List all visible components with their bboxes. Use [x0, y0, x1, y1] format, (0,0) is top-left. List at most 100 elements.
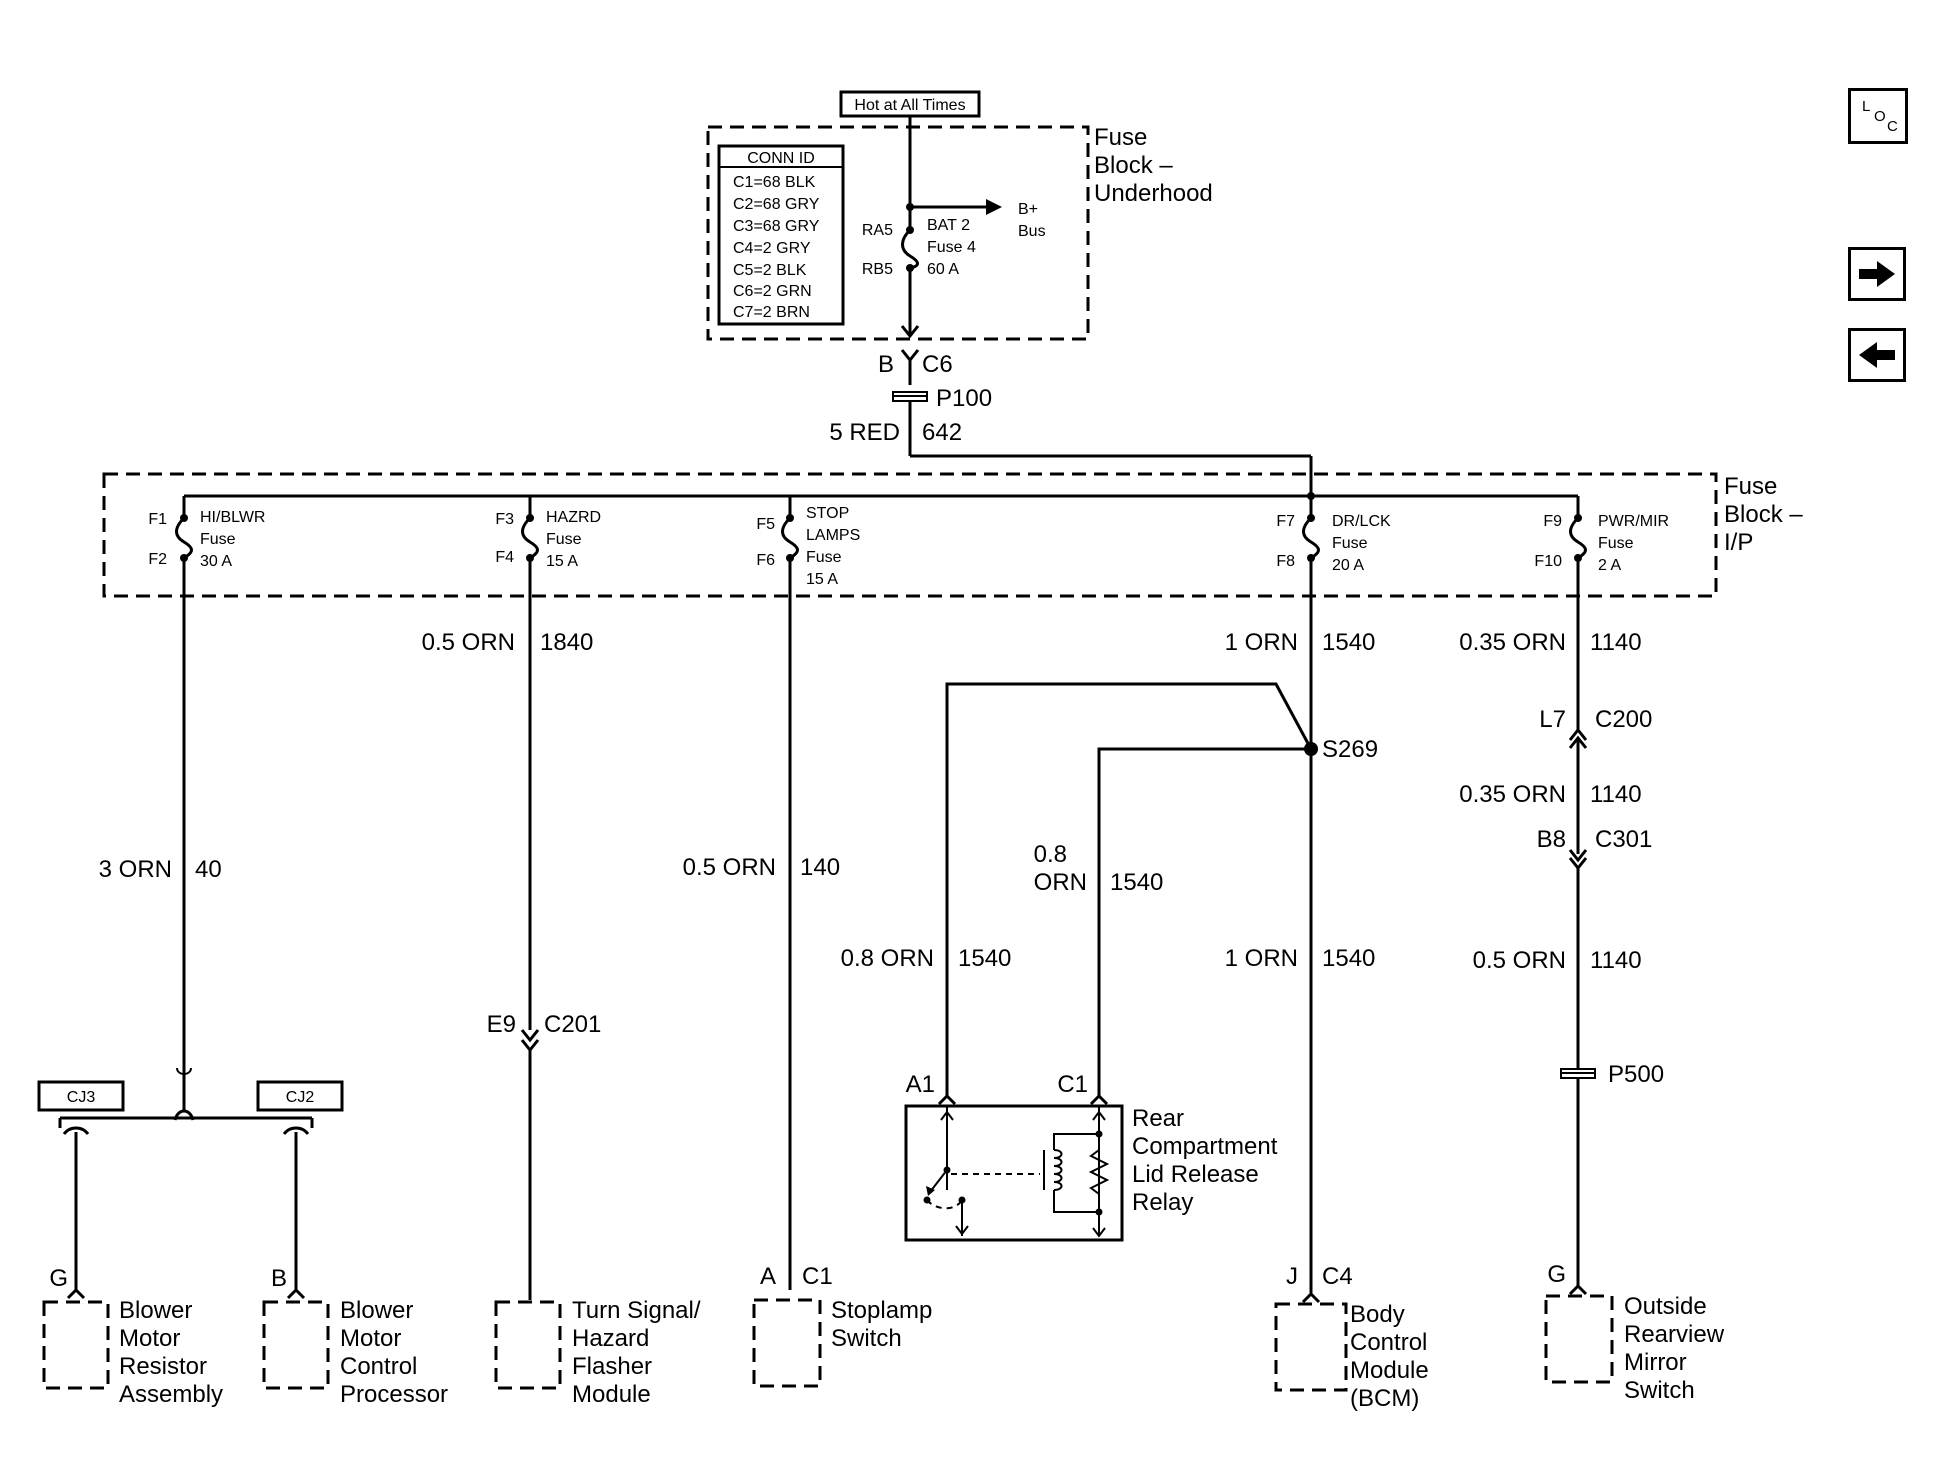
component-blower-motor-resistor: G Blower Motor Resistor Assembly: [42, 1265, 223, 1408]
loc-button[interactable]: L O C: [1848, 88, 1908, 144]
fuse-pwr-mir: F9 F10 PWR/MIR Fuse 2 A: [1534, 496, 1669, 574]
rear-compartment-lid-release-relay: A1 C1 Rear Compartment Lid Release Relay: [904, 1071, 1278, 1242]
connector-pin: B: [878, 351, 894, 378]
fuse-in-label: RA5: [862, 222, 893, 239]
connector-id: C201: [544, 1011, 601, 1038]
fuse-out-label: RB5: [862, 261, 893, 278]
fuse-in-label: F3: [495, 511, 514, 528]
pass-through-label: P500: [1608, 1061, 1664, 1088]
previous-page-button[interactable]: [1848, 328, 1906, 382]
conn-id-entry: C3=68 GRY: [733, 218, 820, 235]
underhood-title-line: Fuse: [1094, 124, 1147, 151]
arrow-right-icon: [1859, 261, 1895, 287]
wire-gauge: 0.5 ORN: [1473, 947, 1566, 974]
wire-circuit: 642: [922, 419, 962, 446]
wire-gauge: 0.35 ORN: [1459, 781, 1566, 808]
fuse-label: LAMPS: [806, 527, 860, 544]
loc-icon: L O C: [1862, 98, 1898, 135]
bplus-bus-label: B+: [1018, 201, 1038, 218]
component-name-line: Control: [1350, 1329, 1427, 1356]
component-name-line: Resistor: [119, 1353, 207, 1380]
fuse-hazrd: F3 F4 HAZRD Fuse 15 A: [495, 496, 601, 570]
wire-gauge: 0.35 ORN: [1459, 629, 1566, 656]
svg-text:O: O: [1874, 108, 1886, 125]
conn-id-title: CONN ID: [747, 150, 815, 167]
fuse-in-label: F1: [148, 511, 167, 528]
component-name-line: (BCM): [1350, 1385, 1419, 1412]
component-name-line: Stoplamp: [831, 1297, 932, 1324]
jumper-cj2: [256, 1080, 344, 1112]
wire-gauge: 3 ORN: [99, 856, 172, 883]
hot-at-all-times-label: Hot at All Times: [854, 97, 965, 114]
fuse-label: HAZRD: [546, 509, 601, 526]
connector-pin: B8: [1537, 826, 1566, 853]
wire-circuit: 1540: [1322, 629, 1375, 656]
fuse-out-label: F10: [1534, 553, 1562, 570]
fuse-label: 2 A: [1598, 557, 1621, 574]
ip-block-title-line: Fuse: [1724, 473, 1777, 500]
fuse-in-label: F9: [1543, 513, 1562, 530]
svg-text:L: L: [1862, 98, 1870, 115]
component-name-line: Motor: [340, 1325, 401, 1352]
component-name-line: Blower: [340, 1297, 413, 1324]
fuse-in-label: F7: [1276, 513, 1295, 530]
fuse-stop-lamps: F5 F6 STOP LAMPS Fuse 15 A: [756, 496, 860, 588]
relay-name-line: Lid Release: [1132, 1161, 1259, 1188]
fuse-out-label: F2: [148, 551, 167, 568]
component-connector: C1: [802, 1263, 833, 1290]
component-name-line: Assembly: [119, 1381, 223, 1408]
relay-name-line: Rear: [1132, 1105, 1184, 1132]
wire-circuit: 1540: [1322, 945, 1375, 972]
component-stoplamp-switch: A C1 Stoplamp Switch: [752, 1263, 932, 1388]
component-name-line: Blower: [119, 1297, 192, 1324]
component-pin: G: [1547, 1261, 1566, 1288]
wire-circuit: 140: [800, 854, 840, 881]
connector-id: C200: [1595, 706, 1652, 733]
component-name-line: Body: [1350, 1301, 1405, 1328]
conn-id-entry: C2=68 GRY: [733, 196, 820, 213]
circuit-140: 0.5 ORN 140: [683, 558, 840, 1290]
component-pin: A: [760, 1263, 776, 1290]
component-name-line: Hazard: [572, 1325, 649, 1352]
wire-gauge: 5 RED: [829, 419, 900, 446]
fuse-label: 15 A: [546, 553, 578, 570]
relay-pin-c1: C1: [1057, 1071, 1088, 1098]
fuse-label: 30 A: [200, 553, 232, 570]
component-name-line: Rearview: [1624, 1321, 1725, 1348]
component-name-line: Switch: [831, 1325, 902, 1352]
wire-circuit: 1140: [1590, 947, 1642, 974]
component-name-line: Mirror: [1624, 1349, 1687, 1376]
circuit-1540: 1 ORN 1540 S269 0.8 ORN 1540 0.8 ORN 154…: [841, 558, 1378, 1296]
component-pin: G: [49, 1265, 68, 1292]
component-name-line: Module: [572, 1381, 651, 1408]
fuse-symbol: [901, 228, 919, 270]
fuse-label: BAT 2: [927, 217, 970, 234]
fuse-label: HI/BLWR: [200, 509, 265, 526]
ip-block-title-line: Block –: [1724, 501, 1803, 528]
component-name-line: Processor: [340, 1381, 448, 1408]
connector-id: C6: [922, 351, 953, 378]
next-page-button[interactable]: [1848, 247, 1906, 301]
fuse-label: Fuse 4: [927, 239, 976, 256]
conn-id-entry: C4=2 GRY: [733, 240, 811, 257]
fuse-hi-blwr: F1 F2 HI/BLWR Fuse 30 A: [148, 496, 265, 570]
component-name-line: Motor: [119, 1325, 180, 1352]
connector-c6: [900, 349, 920, 363]
conn-id-entry: C6=2 GRN: [733, 283, 812, 300]
underhood-title-line: Block –: [1094, 152, 1173, 179]
component-name-line: Switch: [1624, 1377, 1695, 1404]
fuse-label: 15 A: [806, 571, 838, 588]
component-body-control-module: J C4 Body Control Module (BCM): [1274, 1263, 1429, 1412]
fuse-out-label: F6: [756, 552, 775, 569]
component-name-line: Outside: [1624, 1293, 1707, 1320]
fuse-label: Fuse: [546, 531, 582, 548]
relay-name-line: Compartment: [1132, 1133, 1278, 1160]
relay-name-line: Relay: [1132, 1189, 1193, 1216]
conn-id-entry: C5=2 BLK: [733, 262, 807, 279]
fuse-label: Fuse: [1598, 535, 1634, 552]
wire-gauge: 1 ORN: [1225, 629, 1298, 656]
component-outside-rearview-mirror-switch: G Outside Rearview Mirror Switch: [1544, 1261, 1725, 1404]
fuse-label: 20 A: [1332, 557, 1364, 574]
connector-id: C301: [1595, 826, 1652, 853]
